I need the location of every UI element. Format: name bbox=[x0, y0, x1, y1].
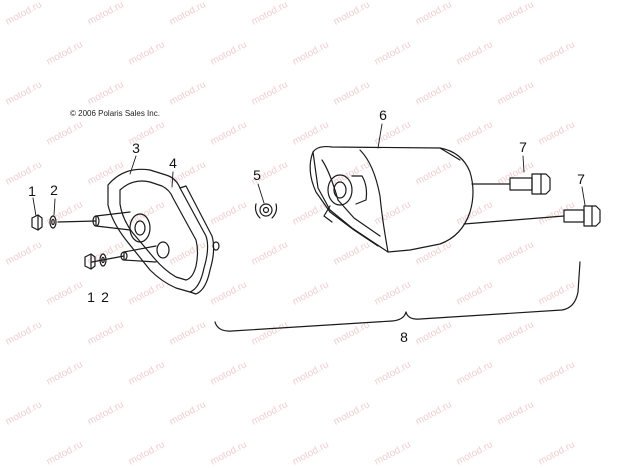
bolt-lower bbox=[463, 205, 601, 227]
callout-4: 4 bbox=[169, 155, 177, 171]
callout-6: 6 bbox=[379, 107, 387, 123]
nut-lower bbox=[84, 253, 96, 270]
headlight-housing bbox=[309, 145, 474, 253]
callout-1-upper: 1 bbox=[28, 183, 36, 199]
callout-2-lower: 2 bbox=[101, 289, 109, 305]
washer-lower bbox=[99, 253, 107, 267]
bolt-upper bbox=[471, 173, 551, 195]
assembly-brace bbox=[214, 261, 581, 332]
callout-8: 8 bbox=[400, 329, 408, 345]
leader-lines bbox=[32, 123, 586, 217]
stud-lower bbox=[91, 245, 157, 263]
callout-7-upper: 7 bbox=[519, 139, 527, 155]
callout-7-lower: 7 bbox=[577, 171, 585, 187]
mounting-bracket bbox=[107, 168, 220, 295]
push-clip bbox=[254, 203, 278, 219]
callout-3: 3 bbox=[132, 140, 140, 156]
callout-1-lower: 1 bbox=[87, 289, 95, 305]
nut-upper bbox=[31, 214, 43, 231]
washer-upper bbox=[49, 215, 57, 229]
callout-2-upper: 2 bbox=[50, 182, 58, 198]
copyright-text: © 2006 Polaris Sales Inc. bbox=[70, 109, 160, 118]
stud-upper bbox=[57, 211, 131, 231]
callout-5: 5 bbox=[253, 167, 261, 183]
